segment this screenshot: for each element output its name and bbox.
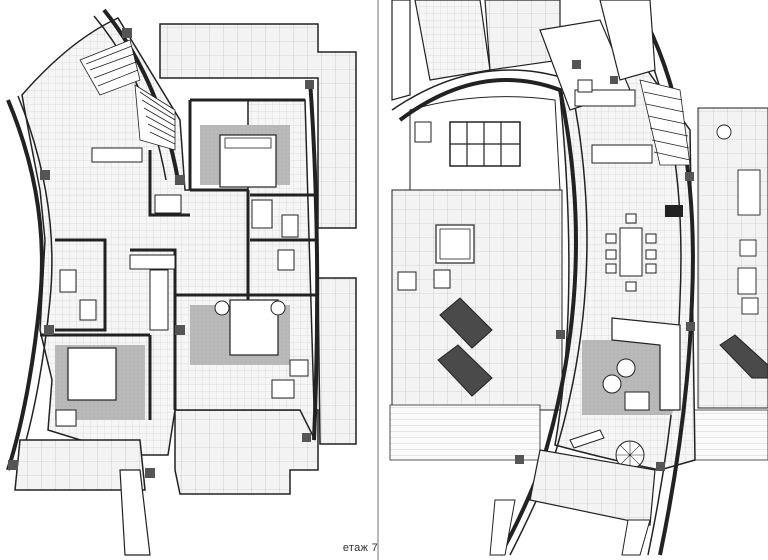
left-columns [8,28,314,478]
right-plunge-pool [397,224,475,291]
bedroom-middle [190,299,309,399]
right-living [569,317,681,470]
left-bathrooms [59,194,299,321]
right-columns [515,60,695,471]
left-balcony [14,439,151,556]
structural-beam [665,205,683,217]
right-kitchen [574,79,653,164]
bedroom-top [200,125,290,188]
right-stairs [639,79,691,166]
courtyard [409,96,561,191]
bedroom-bottom [55,345,145,427]
left-plan-terraces [159,23,357,495]
right-dining [605,213,657,292]
right-upper-rooms [391,0,656,111]
left-kitchen [91,147,176,331]
right-sun-loungers [437,297,768,397]
left-plan-walls [40,98,318,420]
right-window-box [414,121,432,143]
far-right-terrace-furniture [716,124,761,315]
left-stairs [79,39,176,151]
right-balcony [489,449,656,556]
floor-label: етаж 7 [342,542,378,554]
